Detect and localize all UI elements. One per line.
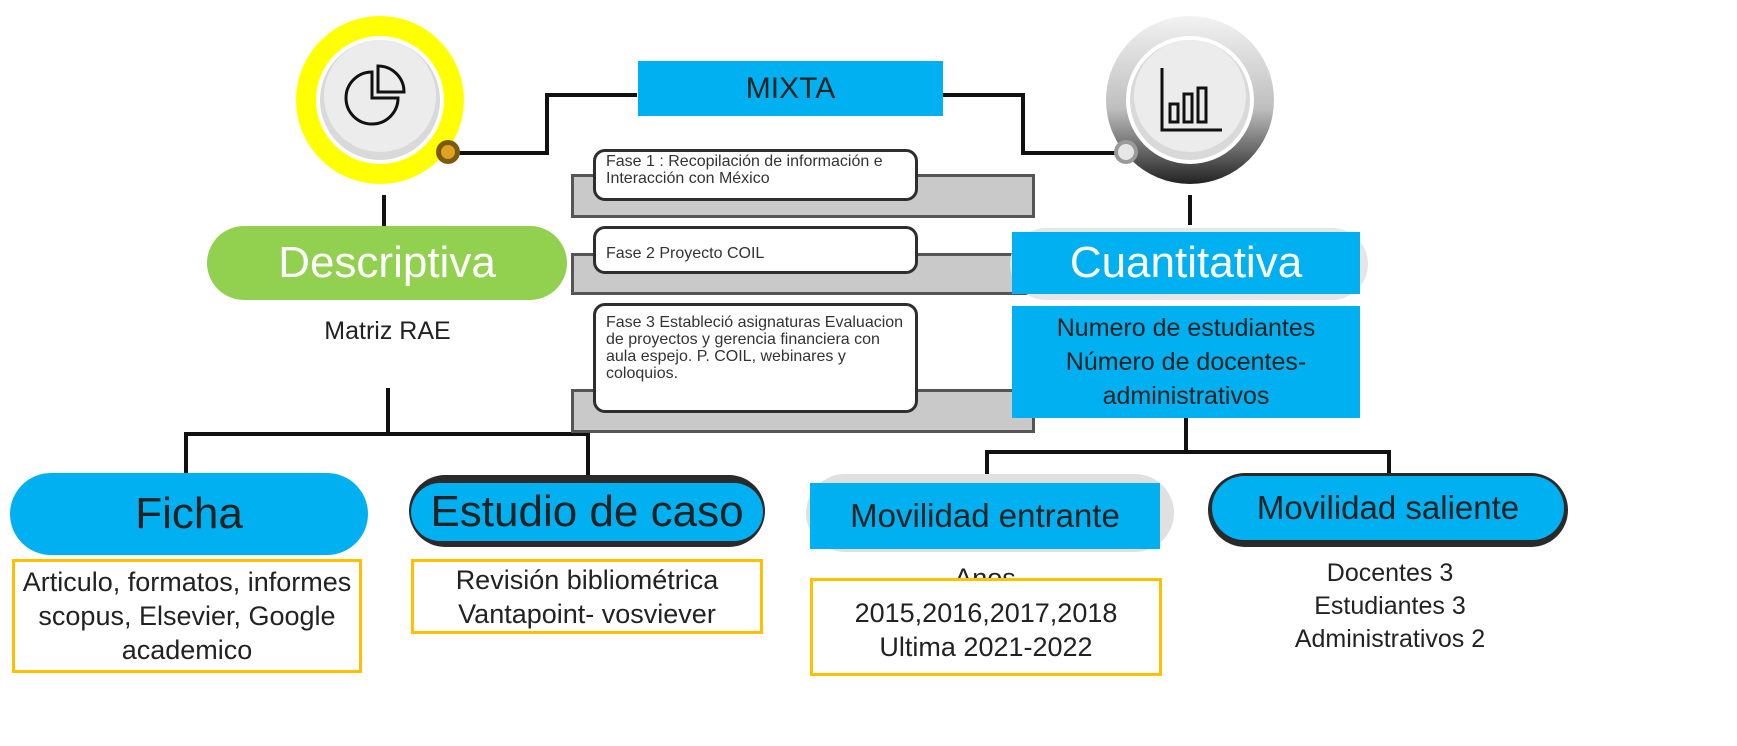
entrante-detail: 2015,2016,2017,2018 Ultima 2021-2022 bbox=[854, 598, 1118, 662]
estudio-title: Estudio de caso bbox=[430, 487, 744, 536]
connector-left-trunk bbox=[386, 388, 390, 434]
bar-chart-icon bbox=[1106, 16, 1274, 184]
saliente-pill: Movilidad saliente bbox=[1212, 476, 1564, 540]
connector-mixta-left-h bbox=[545, 93, 637, 97]
entrante-title: Movilidad entrante bbox=[850, 497, 1120, 534]
connector-mixta-right-h bbox=[943, 93, 1025, 97]
connector-left-branch-h bbox=[184, 432, 590, 436]
connector-right-icon-down bbox=[1188, 195, 1192, 225]
phase-1-text: Fase 1 : Recopilación de información e I… bbox=[606, 153, 883, 187]
connector-left-branch-b bbox=[586, 432, 590, 476]
ficha-title: Ficha bbox=[135, 489, 243, 538]
connector-right-branch-a bbox=[985, 450, 989, 478]
ficha-pill: Ficha bbox=[10, 473, 368, 555]
phase-2-box: Fase 2 Proyecto COIL bbox=[593, 226, 918, 274]
descriptiva-subtitle: Matriz RAE bbox=[324, 316, 451, 345]
descriptiva-pill: Descriptiva bbox=[207, 226, 567, 300]
connector-mixta-left-v bbox=[545, 93, 549, 155]
ficha-detail: Articulo, formatos, informes scopus, Els… bbox=[22, 567, 352, 665]
cuantitativa-subtitle-box: Numero de estudiantes Número de docentes… bbox=[1012, 306, 1360, 418]
connector-left-branch-a bbox=[184, 432, 188, 476]
phase-1-box: Fase 1 : Recopilación de información e I… bbox=[593, 149, 918, 201]
connector-left-icon-down bbox=[382, 195, 386, 230]
estudio-pill: Estudio de caso bbox=[411, 483, 763, 541]
saliente-title: Movilidad saliente bbox=[1256, 489, 1520, 526]
estudio-detail: Revisión bibliométrica Vantapoint- vosvi… bbox=[455, 564, 719, 629]
ficha-detail-box: Articulo, formatos, informes scopus, Els… bbox=[12, 559, 362, 673]
mixta-box: MIXTA bbox=[638, 61, 943, 116]
pie-chart-icon bbox=[296, 16, 464, 184]
cuantitativa-title: Cuantitativa bbox=[1069, 238, 1303, 287]
connector-right-trunk bbox=[1184, 418, 1188, 452]
phase-3-box: Fase 3 Estableció asignaturas Evaluacion… bbox=[593, 303, 918, 413]
mixta-label: MIXTA bbox=[745, 71, 836, 105]
phase-3-text: Fase 3 Estableció asignaturas Evaluacion… bbox=[606, 314, 904, 382]
cuantitativa-title-box: Cuantitativa bbox=[1012, 232, 1360, 294]
connector-left-icon-h bbox=[455, 151, 549, 155]
saliente-detail: Docentes 3 Estudiantes 3 Administrativos… bbox=[1294, 558, 1486, 653]
connector-mixta-right-v bbox=[1021, 93, 1025, 155]
connector-right-branch-b bbox=[1387, 450, 1391, 476]
connector-right-icon-h bbox=[1021, 151, 1121, 155]
phase-2-text: Fase 2 Proyecto COIL bbox=[606, 245, 765, 262]
connector-right-branch-h bbox=[985, 450, 1391, 454]
entrante-title-box: Movilidad entrante bbox=[810, 483, 1160, 549]
descriptiva-title: Descriptiva bbox=[278, 238, 496, 287]
estudio-detail-box: Revisión bibliométrica Vantapoint- vosvi… bbox=[411, 559, 763, 634]
cuantitativa-subtitle: Numero de estudiantes Número de docentes… bbox=[1056, 314, 1316, 410]
entrante-detail-box: 2015,2016,2017,2018 Ultima 2021-2022 bbox=[810, 578, 1162, 676]
